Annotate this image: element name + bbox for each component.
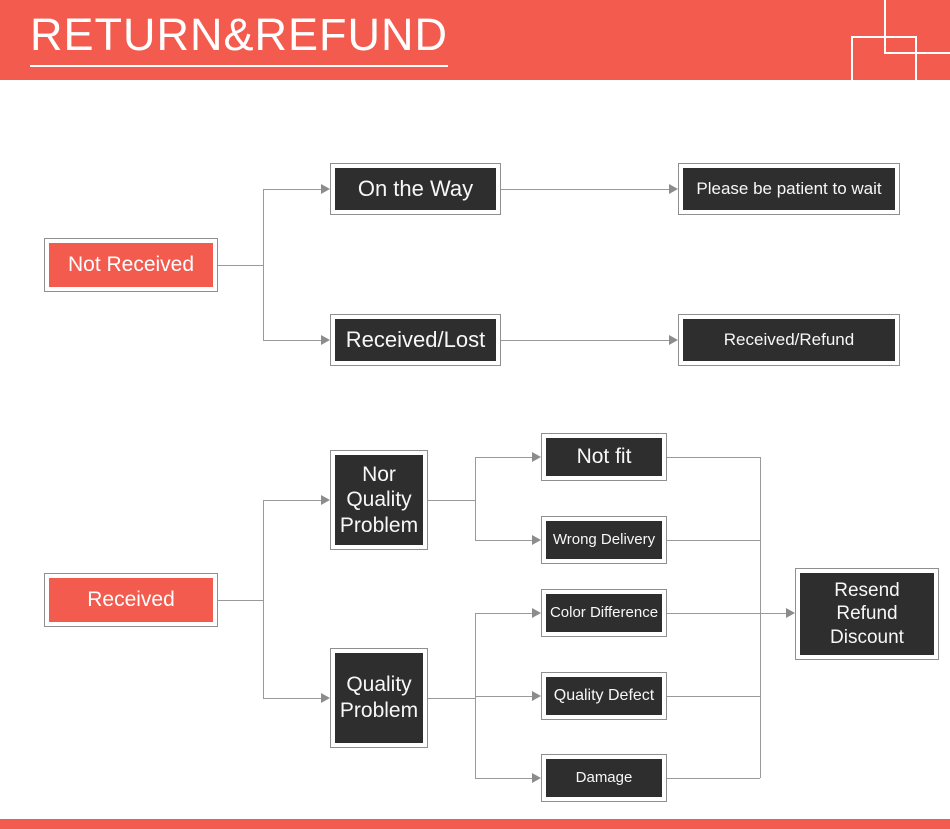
connector-line [218,265,263,266]
connector-line [475,613,532,614]
node-quality-problem: Quality Problem [330,648,428,748]
node-damage: Damage [541,754,667,802]
node-label: Received [49,578,213,622]
arrow-right-icon [532,535,541,545]
connector-line [263,189,264,340]
arrow-right-icon [669,184,678,194]
connector-line [475,457,532,458]
decor-vertical-line [884,0,886,54]
page-title: RETURN&REFUND [30,10,448,67]
node-resend-refund-discount: Resend Refund Discount [795,568,939,660]
connector-line [475,540,532,541]
connector-line [667,540,760,541]
node-color-difference: Color Difference [541,589,667,637]
arrow-right-icon [321,335,330,345]
arrow-right-icon [321,495,330,505]
node-wrong-delivery: Wrong Delivery [541,516,667,564]
node-please-be-patient: Please be patient to wait [678,163,900,215]
connector-line [428,500,475,501]
arrow-right-icon [786,608,795,618]
node-not-fit: Not fit [541,433,667,481]
connector-line [501,189,669,190]
connector-line [475,696,532,697]
node-label: Color Difference [546,594,662,632]
connector-line [667,613,786,614]
node-label: Damage [546,759,662,797]
node-received-lost: Received/Lost [330,314,501,366]
node-label: Please be patient to wait [683,168,895,210]
arrow-right-icon [669,335,678,345]
node-on-the-way: On the Way [330,163,501,215]
connector-line [667,778,760,779]
connector-line [667,696,760,697]
node-label: On the Way [335,168,496,210]
arrow-right-icon [532,452,541,462]
connector-line [218,600,263,601]
connector-line [667,457,760,458]
connector-line [263,500,264,698]
arrow-right-icon [532,691,541,701]
footer-band [0,819,950,829]
connector-line [475,457,476,540]
arrow-right-icon [532,773,541,783]
connector-line [475,778,532,779]
node-label: Not fit [546,438,662,476]
node-label: Nor Quality Problem [335,455,423,545]
connector-line [501,340,669,341]
arrow-right-icon [321,693,330,703]
decor-horizontal-line [884,52,950,54]
connector-line [263,340,321,341]
node-label: Wrong Delivery [546,521,662,559]
arrow-right-icon [532,608,541,618]
node-label: Quality Problem [335,653,423,743]
node-received-refund: Received/Refund [678,314,900,366]
node-quality-defect: Quality Defect [541,672,667,720]
node-label: Not Received [49,243,213,287]
node-label: Resend Refund Discount [800,573,934,655]
node-received: Received [44,573,218,627]
node-not-received: Not Received [44,238,218,292]
node-label: Received/Refund [683,319,895,361]
connector-line [263,698,321,699]
connector-line [263,500,321,501]
node-label: Received/Lost [335,319,496,361]
header-band [0,0,950,80]
arrow-right-icon [321,184,330,194]
node-nor-quality-problem: Nor Quality Problem [330,450,428,550]
connector-line [475,613,476,778]
decor-square-outline [851,36,917,80]
connector-line [263,189,321,190]
connector-line [428,698,475,699]
node-label: Quality Defect [546,677,662,715]
connector-line [760,457,761,778]
